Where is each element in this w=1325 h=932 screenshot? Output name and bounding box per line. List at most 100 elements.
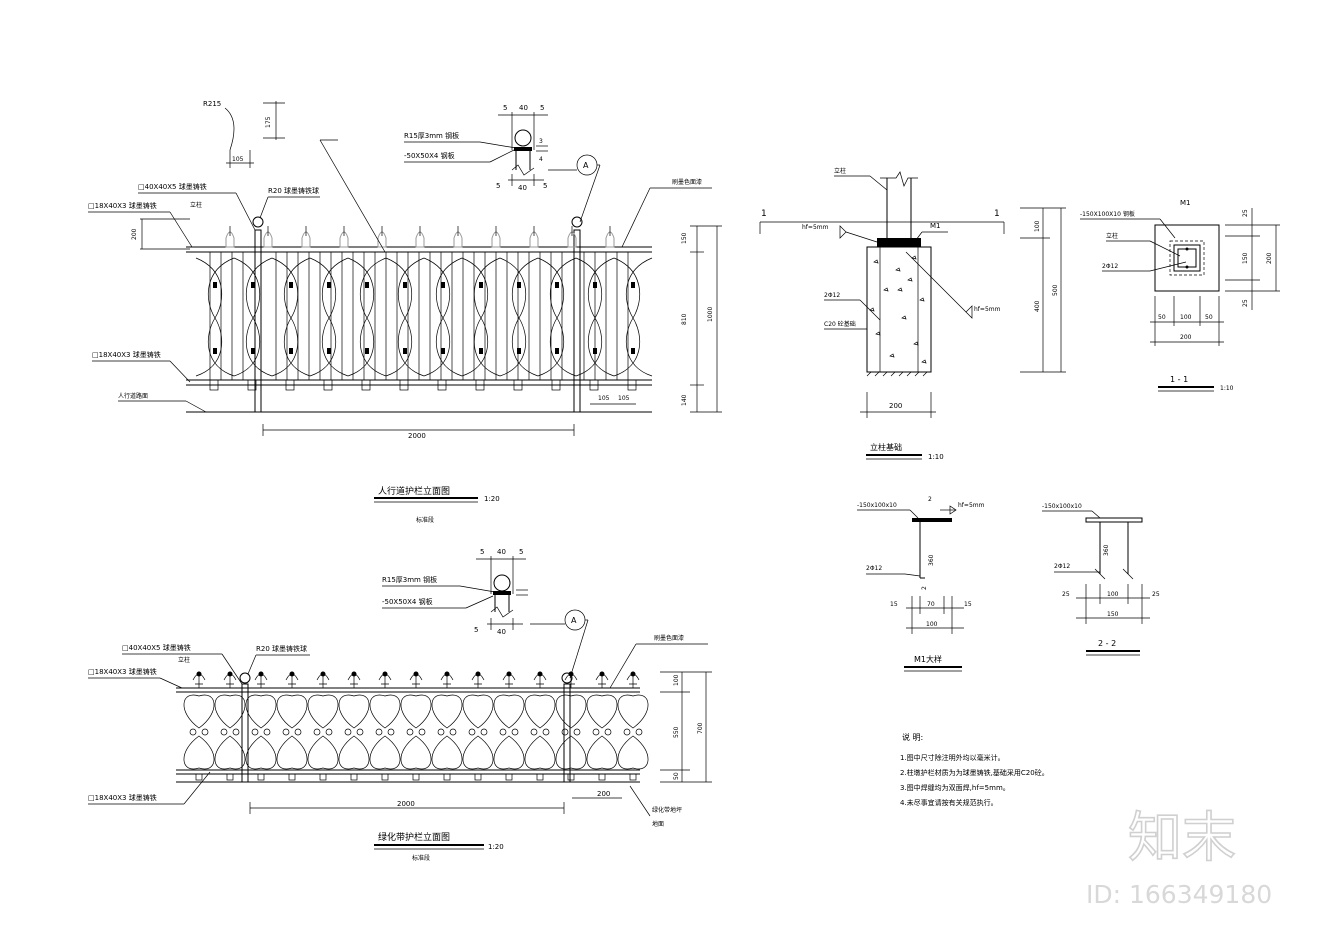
collar	[631, 348, 635, 354]
scroll-curve	[613, 257, 653, 377]
scroll-panel	[338, 694, 370, 729]
foot-block	[598, 773, 606, 781]
s11-label-post: 立柱	[1106, 232, 1118, 240]
section-2-2: -150x100x10 2Φ12 360 25 100 25 150 2 - 2	[1042, 503, 1160, 656]
dim-2000: 2000	[408, 432, 426, 440]
fnd-scale: 1:10	[928, 453, 944, 461]
foot-block	[627, 379, 637, 391]
aggregate-speck	[919, 297, 925, 302]
bot-dim-700: 700	[697, 722, 704, 734]
scroll-curve	[195, 257, 235, 377]
m1-detail: -150x100x10 2 hf=5mm 2Φ12 360 2 15 70 15…	[857, 496, 985, 672]
bot-label-rail-top: □18X40X3 球墨铸铁	[88, 667, 157, 676]
aggregate-speck	[869, 307, 875, 312]
collar	[213, 282, 217, 288]
bot-section-mark-a: A	[571, 616, 577, 625]
m1-label-rebar: 2Φ12	[866, 565, 882, 572]
s22-dim-100: 100	[1107, 591, 1119, 598]
m1-label-two-b: 2	[921, 586, 928, 590]
fnd-label-post: 立柱	[834, 167, 846, 175]
foot-block	[412, 773, 420, 781]
foot-block	[474, 773, 482, 781]
label-ground: 人行道路面	[118, 392, 148, 400]
collar	[441, 282, 445, 288]
aggregate-speck	[875, 331, 881, 336]
note-3: 3.图中焊缝均为双面焊,hf=5mm。	[900, 783, 1010, 792]
foot-block	[247, 379, 257, 391]
sec-mark-1-left: 1	[761, 209, 767, 219]
label-rail-top: □18X40X3 球墨铸铁	[88, 201, 157, 210]
foot-block	[319, 773, 327, 781]
aggregate-speck	[889, 353, 895, 358]
scroll-panel	[462, 694, 494, 729]
finial-icon	[377, 231, 387, 248]
s22-dim-25-b: 25	[1152, 591, 1160, 598]
foot-block	[551, 379, 561, 391]
top-dimensions: 2000 150 810 1000 140 105 105 200 105 R2…	[131, 100, 722, 440]
bottom-dimensions: 2000 200 100 550 700 50	[249, 671, 712, 814]
scroll-curve	[385, 257, 425, 377]
scroll-curve	[309, 257, 349, 377]
fnd-label-weld1: hf=5mm	[802, 224, 829, 231]
collar	[555, 348, 559, 354]
foot-block	[209, 379, 219, 391]
bot-dim-2000: 2000	[397, 800, 415, 808]
m1-label-plate: -150x100x10	[857, 502, 897, 509]
bot-scale: 1:20	[488, 843, 504, 851]
fnd-dim-200: 200	[889, 402, 902, 410]
aggregate-speck	[921, 359, 927, 364]
aggregate-speck	[873, 259, 879, 264]
scroll-panel	[431, 694, 463, 729]
top-labels: □40X40X5 球墨铸铁 R20 球墨铸铁球 □18X40X3 球墨铸铁 立柱…	[88, 139, 712, 413]
aggregate-speck	[913, 341, 919, 346]
scroll-panel	[555, 735, 587, 770]
foot-block	[567, 773, 575, 781]
label-paint: 刷墨色面漆	[672, 178, 702, 186]
s11-label-plate: -150X100X10 钢板	[1080, 210, 1135, 218]
dim-4: 4	[539, 156, 543, 163]
s11-dim-100: 100	[1180, 314, 1192, 321]
bottom-title-block: 绿化带护栏立面图 1:20 标准段	[374, 831, 504, 862]
scroll-panel	[586, 735, 618, 770]
pedestrian-railing-elevation	[186, 216, 653, 413]
foot-block	[437, 379, 447, 391]
scroll-panel	[462, 735, 494, 770]
scroll-curve	[195, 257, 235, 377]
collar	[517, 348, 521, 354]
aggregate-speck	[883, 287, 889, 292]
top-subtitle: 标准段	[416, 516, 434, 524]
scroll-panel	[493, 735, 525, 770]
foot-block	[195, 773, 203, 781]
scroll-panel	[214, 735, 246, 770]
collar	[289, 282, 293, 288]
bot-dim-100: 100	[673, 674, 680, 686]
top-cap-detail: 5 40 5 5 40 5 3 4 R15厚3mm 钢板 -50X50X4 钢板…	[404, 104, 601, 223]
scroll-panel	[493, 694, 525, 729]
collar	[555, 282, 559, 288]
finial-icon	[453, 231, 463, 248]
bot-label-ball-plate: R15厚3mm 钢板	[382, 575, 437, 584]
watermark-id: ID: 166349180	[1086, 880, 1272, 909]
dim-1000: 1000	[707, 307, 714, 322]
collar	[213, 348, 217, 354]
sec-mark-1-right: 1	[994, 209, 1000, 219]
scroll-curve	[233, 257, 273, 377]
dim-175: 175	[265, 116, 272, 128]
s11-dim-200-b: 200	[1180, 334, 1192, 341]
s22-dim-150: 150	[1107, 611, 1119, 618]
scroll-panel	[400, 735, 432, 770]
aggregate-speck	[907, 277, 913, 282]
fnd-dim-100: 100	[1034, 220, 1041, 232]
bot-dim-40-a: 40	[497, 548, 506, 556]
foot-block	[589, 379, 599, 391]
label-post-section: □40X40X5 球墨铸铁	[138, 182, 207, 191]
scroll-panel	[276, 735, 308, 770]
s22-title: 2 - 2	[1098, 639, 1116, 648]
scroll-panel	[524, 735, 556, 770]
foot-block	[226, 773, 234, 781]
section-mark-a: A	[583, 161, 589, 170]
top-scale: 1:20	[484, 495, 500, 503]
note-1: 1.图中尺寸除注明外均以毫米计。	[900, 753, 1005, 762]
foot-block	[475, 379, 485, 391]
